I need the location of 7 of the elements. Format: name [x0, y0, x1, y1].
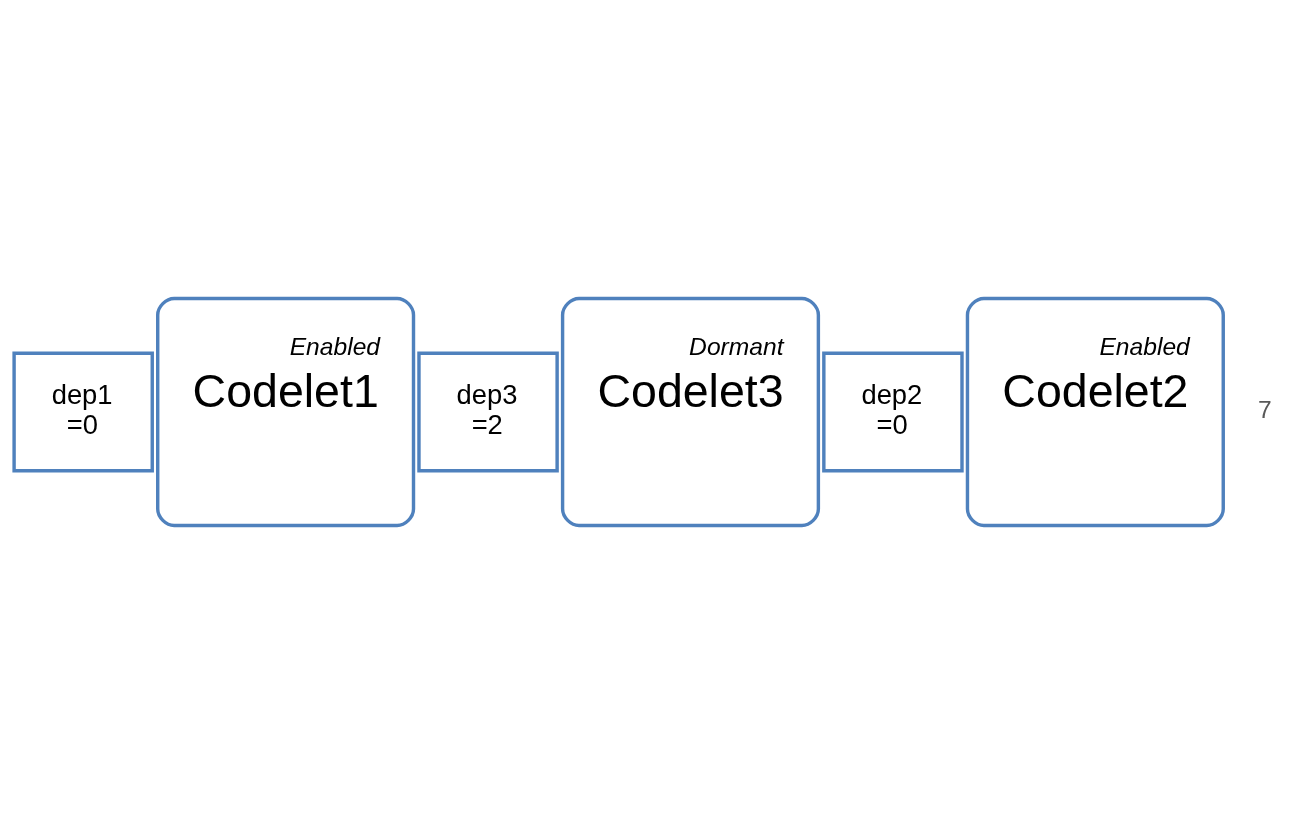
node-box: dep3 =2: [417, 350, 559, 473]
label: 7: [1258, 395, 1272, 423]
node-box: Enabled Codelet1: [156, 296, 416, 527]
node-box: Enabled Codelet2: [965, 296, 1225, 527]
node-box: Dormant Codelet3: [560, 296, 821, 527]
node-box: dep2 =0: [822, 350, 964, 473]
node-box: dep1 =0: [12, 350, 154, 473]
